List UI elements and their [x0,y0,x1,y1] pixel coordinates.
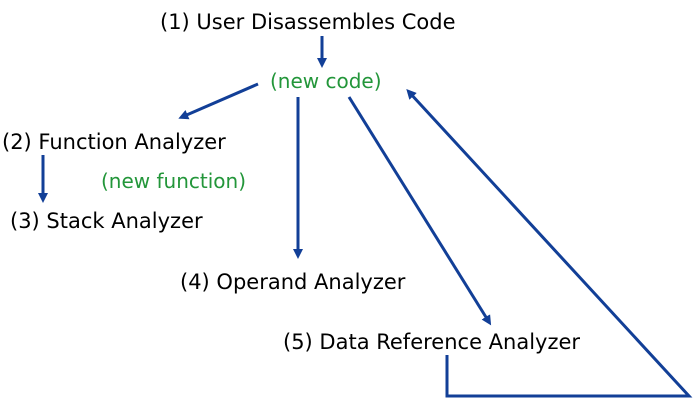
edge-new-code-to-function-analyzer [178,82,259,120]
annotation-new-code: (new code) [270,69,382,93]
node-data-reference-analyzer: (5) Data Reference Analyzer [283,330,580,354]
node-function-analyzer: (2) Function Analyzer [2,130,226,154]
annotation-new-function: (new function) [101,169,246,193]
node-stack-analyzer: (3) Stack Analyzer [10,209,203,233]
node-operand-analyzer: (4) Operand Analyzer [180,270,406,294]
node-user-disassembles-code: (1) User Disassembles Code [160,10,456,34]
edge-new-code-to-data-reference-analyzer [347,96,492,326]
edge-data-reference-feedback-loop [406,89,693,398]
